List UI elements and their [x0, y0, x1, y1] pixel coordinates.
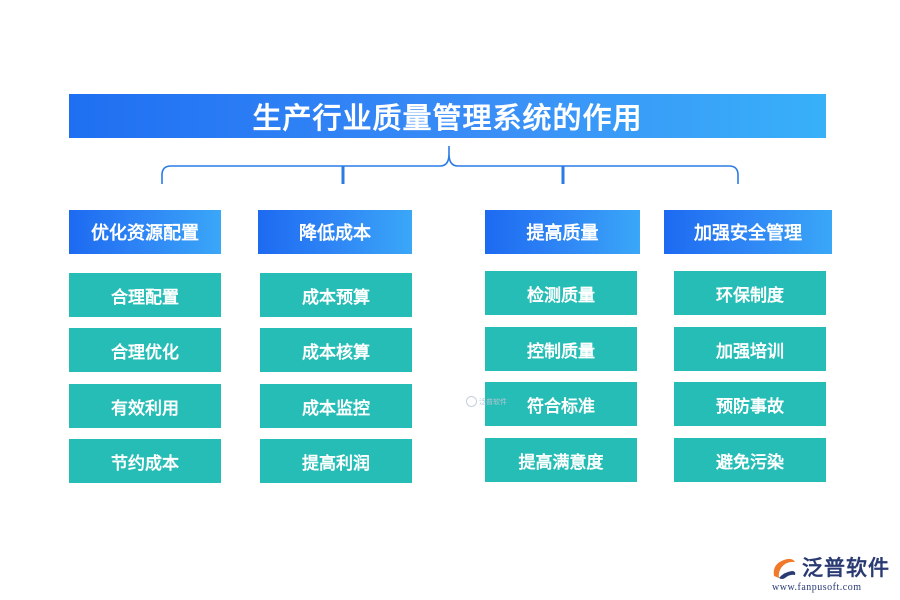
bracket-connector: [161, 146, 739, 184]
watermark-logo-icon: [466, 396, 477, 407]
column-header-quality: 提高质量: [485, 210, 640, 254]
watermark-text: 泛普软件: [479, 397, 507, 406]
column-header-resource: 优化资源配置: [69, 210, 221, 254]
list-item: 控制质量: [485, 327, 637, 371]
fanpu-logo-icon: [773, 558, 796, 579]
watermark: 泛普软件: [466, 396, 507, 407]
list-item: 提高满意度: [485, 438, 637, 482]
list-item: 检测质量: [485, 271, 637, 315]
logo-name: 泛普软件: [802, 556, 890, 580]
list-item: 预防事故: [674, 382, 826, 426]
list-item: 成本预算: [260, 273, 412, 317]
list-item: 提高利润: [260, 439, 412, 483]
list-item: 成本监控: [260, 384, 412, 428]
list-item: 符合标准: [485, 382, 637, 426]
list-item: 成本核算: [260, 328, 412, 372]
list-item: 环保制度: [674, 271, 826, 315]
column-header-cost: 降低成本: [258, 210, 412, 254]
list-item: 有效利用: [69, 384, 221, 428]
logo-url: www.fanpusoft.com: [772, 582, 862, 593]
list-item: 合理优化: [69, 328, 221, 372]
diagram-title: 生产行业质量管理系统的作用: [69, 94, 826, 138]
brand-logo: 泛普软件 www.fanpusoft.com: [762, 552, 892, 596]
list-item: 合理配置: [69, 273, 221, 317]
list-item: 节约成本: [69, 439, 221, 483]
list-item: 避免污染: [674, 438, 826, 482]
list-item: 加强培训: [674, 327, 826, 371]
column-header-safety: 加强安全管理: [664, 210, 832, 254]
